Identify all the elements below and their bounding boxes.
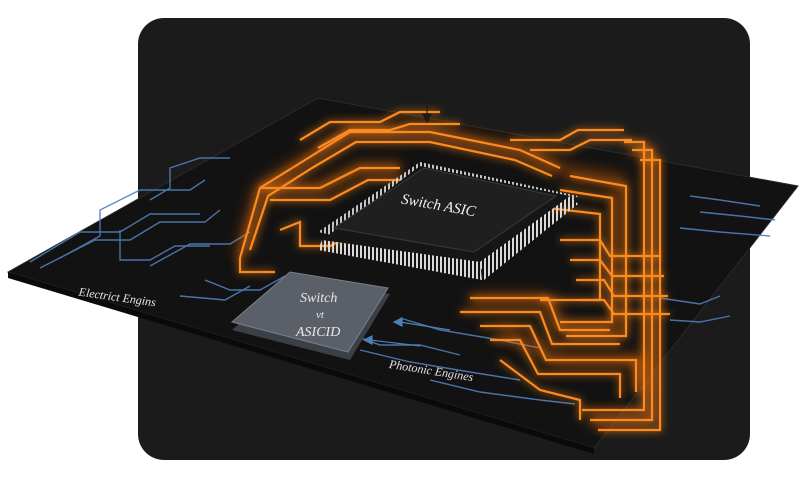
electrical-traces [29,157,776,405]
small-asic-label-line1: Switch [300,291,337,306]
small-asic-label-line3: ASICID [295,325,340,340]
arrows [265,70,432,400]
top-callout-label: SUDP chiigne [375,46,450,60]
board-arrows [362,317,451,347]
small-asic-label-line2: vt [316,309,325,321]
fiber-array-label: Fiber array [688,368,747,382]
main-switch-asic [318,162,578,280]
small-switch-asic [230,271,390,360]
substrate-edge [8,272,594,454]
photonic-traces [238,110,670,432]
bottom-callout-label: Same falsbrate [218,412,299,426]
